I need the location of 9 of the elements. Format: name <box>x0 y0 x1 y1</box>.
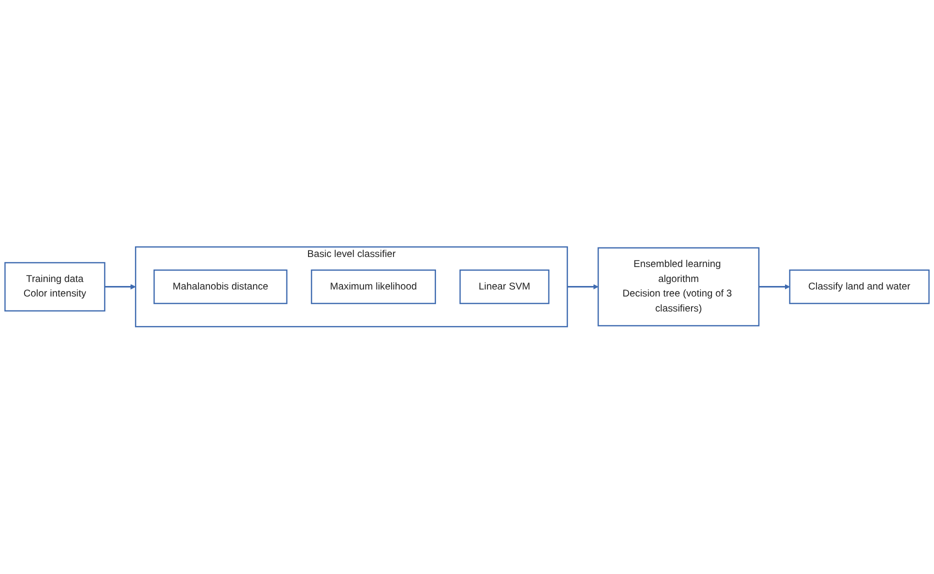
node-box: Ensembled learning algorithm Decision tree (voting of 3 classifiers) <box>598 247 760 327</box>
node-box: Mahalanobis distance <box>154 270 288 304</box>
node-box: Classify land and water <box>789 270 930 304</box>
node-box: Training data Color intensity <box>4 262 106 312</box>
arrow <box>567 284 598 290</box>
node-box: Maximum likelihood <box>310 270 436 304</box>
arrow <box>758 284 790 290</box>
node-box: Linear SVM <box>459 270 550 304</box>
arrow <box>104 284 136 290</box>
